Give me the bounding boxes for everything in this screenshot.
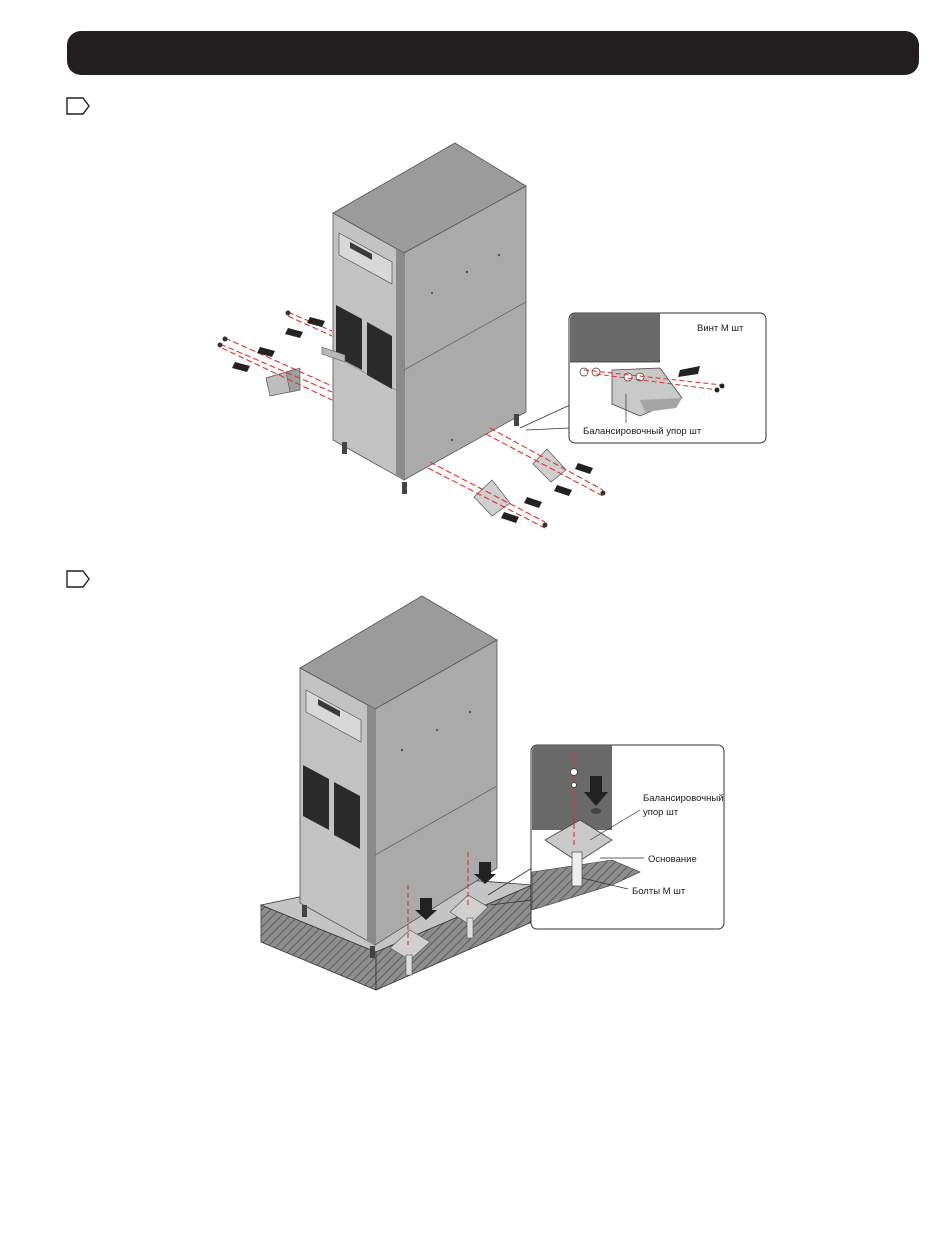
step2-bolts-callout: Болты М шт (632, 886, 686, 897)
step1-screw-callout: Винт М шт (697, 323, 744, 334)
step1-ups-cabinet (333, 143, 526, 494)
step2-detail-inset: Балансировочный упор шт Основание Болты … (488, 745, 724, 929)
step1-left-brackets (218, 311, 346, 401)
step2-bracket-callout-line2: упор шт (643, 807, 679, 818)
step1-bracket-callout: Балансировочный упор шт (583, 426, 702, 437)
step2-bracket-callout-line1: Балансировочный (643, 793, 724, 804)
step2-base-callout: Основание (648, 854, 697, 865)
step1-detail-inset: Винт М шт Балансировочный упор шт (520, 313, 766, 443)
